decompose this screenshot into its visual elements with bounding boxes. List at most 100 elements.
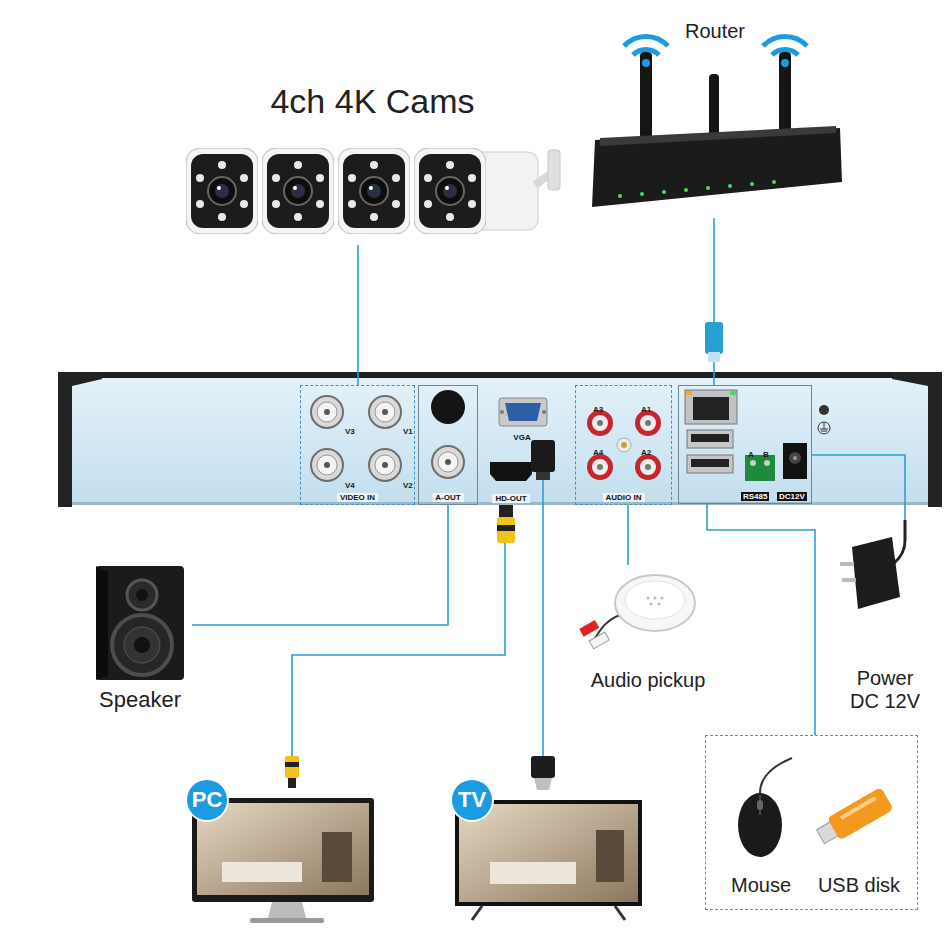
bnc-connector: [369, 449, 401, 481]
network-usb-power-ports: [687, 455, 733, 473]
network-usb-power-ports: [685, 390, 737, 424]
bnc-connector: [375, 455, 395, 475]
audio-in-panel: A3A1A4A2AUDIO IN: [575, 385, 672, 505]
rca-connector: [640, 459, 656, 475]
text-slot: A2: [641, 441, 651, 459]
rca-connector: [587, 410, 661, 480]
bnc-connector: [311, 449, 343, 481]
speaker-illustration: [112, 615, 172, 675]
device-label: Audio pickup: [591, 669, 706, 692]
bnc-connector: [311, 390, 465, 481]
network-usb-power-ports: [764, 460, 770, 466]
network-usb-power-ports: [783, 443, 807, 479]
rca-connector: [597, 464, 603, 470]
hdmi-plug: [285, 762, 299, 767]
port-label: VGA: [513, 433, 530, 442]
bnc-connector: [431, 390, 465, 424]
power-adapter-illustration: [852, 537, 900, 609]
connector-line: [292, 506, 505, 778]
peripheral-illustration: [840, 796, 877, 819]
port-label: A4: [593, 448, 603, 457]
network-usb-power-ports: [819, 405, 829, 415]
hdmi-port: HD-OUT: [485, 456, 537, 506]
router-illustration: [642, 59, 650, 67]
router-illustration: [624, 36, 668, 46]
audio-pickup-illustration: [650, 603, 653, 606]
ethernet-plug: [705, 322, 723, 354]
network-usb-power-ports: [793, 456, 797, 460]
network-usb-power-ports: [820, 423, 828, 431]
dvr-rear-panel: [65, 372, 935, 378]
power-adapter-illustration: [840, 562, 854, 566]
text-slot: A3: [593, 398, 603, 416]
router-illustration: [750, 182, 754, 186]
router-illustration: [706, 186, 710, 190]
bnc-connector: [311, 396, 343, 428]
peripheral-illustration: [814, 787, 894, 848]
bnc-connector: [375, 402, 395, 422]
hdmi-plug: [288, 778, 296, 788]
router-illustration: [600, 126, 836, 146]
router-illustration: [772, 49, 798, 55]
network-usb-power-ports: [789, 452, 801, 464]
router-illustration: [662, 190, 666, 194]
bnc-connector: [317, 455, 337, 475]
rca-connector: [640, 415, 656, 431]
peripheral-illustration: [738, 793, 782, 857]
port-label: A2: [641, 448, 651, 457]
network-usb-power-ports: [730, 391, 736, 395]
text-slot: A-OUT: [419, 486, 477, 504]
port-label: V3: [345, 427, 355, 436]
camera-illustration: [548, 150, 560, 190]
port-tag: RS485: [741, 492, 769, 501]
port-label: V2: [403, 481, 413, 490]
tv-device: TV: [450, 778, 645, 930]
router-illustration: [728, 184, 732, 188]
pc-device: PC: [185, 778, 380, 930]
speaker-illustration: [134, 637, 150, 653]
rca-connector: [592, 415, 608, 431]
text-slot: A: [748, 443, 754, 461]
text-slot: VGA: [497, 426, 547, 444]
camera-group: 4ch 4K Cams: [185, 82, 560, 245]
bnc-connector: [382, 462, 388, 468]
audio-pickup-illustration: [615, 575, 695, 631]
text-slot: B: [763, 443, 769, 461]
port-label: B: [763, 450, 769, 459]
audio-pickup-illustration: [579, 575, 695, 649]
text-slot: USB disk: [806, 874, 912, 897]
router-illustration: [618, 194, 622, 198]
rca-connector: [597, 420, 603, 426]
text-slot: Mouse: [706, 874, 816, 897]
audio-pickup-illustration: [658, 603, 661, 606]
text-slot: AUDIO IN: [576, 486, 671, 504]
router-illustration: [640, 192, 644, 196]
port-label: A: [748, 450, 754, 459]
text-slot: DC12V: [777, 485, 807, 503]
device-label: Power DC 12V: [845, 667, 925, 713]
vga-plug: [534, 778, 552, 790]
router-device: Router: [590, 18, 840, 218]
connector-line: [192, 505, 448, 625]
router-illustration: [781, 59, 789, 67]
tv-illustration: [455, 800, 642, 920]
network-usb-power-ports: [686, 391, 692, 395]
text-slot: VIDEO IN: [301, 486, 414, 504]
connector-line: [812, 455, 905, 520]
video-output-ports: [542, 410, 546, 414]
ethernet-plug: [705, 322, 723, 362]
audio-pickup-illustration: [625, 581, 685, 619]
port-tag: DC12V: [777, 492, 807, 501]
network-usb-power-ports: [693, 397, 729, 420]
router-illustration: [592, 36, 842, 207]
peripheral-illustration: [757, 800, 763, 810]
tv-illustration: [596, 830, 624, 882]
hdmi-plug: [497, 517, 515, 543]
text-slot: HD-OUT: [485, 487, 537, 505]
hdmi-plug: [285, 505, 515, 788]
text-slot: Audio pickup: [575, 669, 721, 692]
device-badge: PC: [187, 780, 227, 820]
port-label: V4: [345, 481, 355, 490]
bnc-connector: [317, 402, 337, 422]
panel-label: AUDIO IN: [603, 493, 645, 502]
